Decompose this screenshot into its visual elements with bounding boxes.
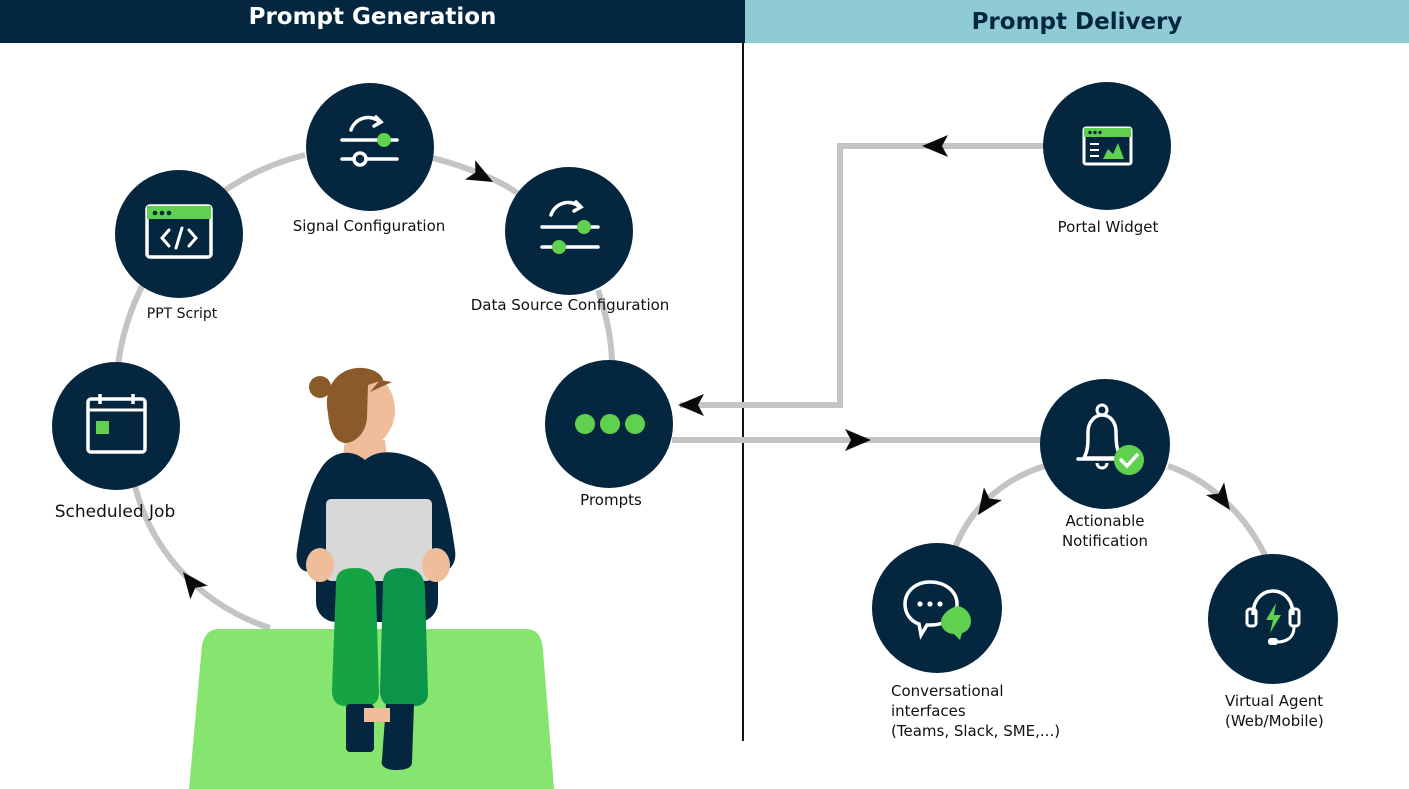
actionable-notification-line1: Actionable [1065, 512, 1145, 530]
actionable-notification-label: Actionable Notification [1062, 511, 1148, 551]
virtual-agent-line1: Virtual Agent [1225, 692, 1324, 710]
prompts-node [545, 360, 673, 488]
signal-configuration-node [306, 83, 434, 211]
ppt-script-label: PPT Script [146, 306, 218, 322]
conversational-interfaces-line2: interfaces [891, 702, 966, 720]
prompts-label: Prompts [580, 491, 642, 509]
portal-widget-node [1043, 82, 1171, 210]
header-prompt-delivery: Prompt Delivery [745, 0, 1409, 43]
virtual-agent-label: Virtual Agent (Web/Mobile) [1225, 691, 1324, 731]
person-with-laptop-illustration [189, 367, 554, 789]
ppt-script-node [115, 170, 243, 298]
header-prompt-generation-title: Prompt Generation [248, 4, 497, 30]
header-prompt-generation: Prompt Generation [0, 0, 745, 43]
conversational-interfaces-node [872, 543, 1002, 673]
virtual-agent-line2: (Web/Mobile) [1225, 712, 1324, 730]
data-source-configuration-label: Data Source Configuration [470, 296, 670, 314]
scheduled-job-node [52, 362, 180, 490]
section-divider [742, 43, 744, 741]
header-prompt-delivery-title: Prompt Delivery [971, 8, 1183, 35]
data-source-configuration-node [505, 167, 633, 295]
signal-configuration-label: Signal Configuration [292, 217, 446, 235]
actionable-notification-node [1040, 379, 1170, 509]
headset-icon [1245, 589, 1301, 645]
conversational-interfaces-label: Conversational interfaces (Teams, Slack,… [891, 681, 1060, 741]
virtual-agent-node [1208, 554, 1338, 684]
calendar-icon [86, 394, 147, 454]
chat-bubbles-icon [903, 580, 971, 640]
ring-arrow-signal-to-datasource [464, 160, 499, 192]
conversational-interfaces-line3: (Teams, Slack, SME,...) [891, 722, 1061, 740]
dots-icon [575, 414, 645, 434]
conversational-interfaces-line1: Conversational [891, 682, 1004, 700]
dashboard-window-icon [1082, 126, 1133, 166]
actionable-notification-line2: Notification [1061, 532, 1149, 550]
branch-to-virtual-agent [1167, 463, 1268, 557]
connector-portal-to-prompts [680, 143, 1045, 408]
portal-widget-label: Portal Widget [1057, 218, 1159, 236]
branch-to-conversational [952, 463, 1046, 550]
bell-check-icon [1076, 403, 1144, 475]
code-window-icon [145, 204, 213, 259]
scheduled-job-label: Scheduled Job [54, 502, 176, 522]
